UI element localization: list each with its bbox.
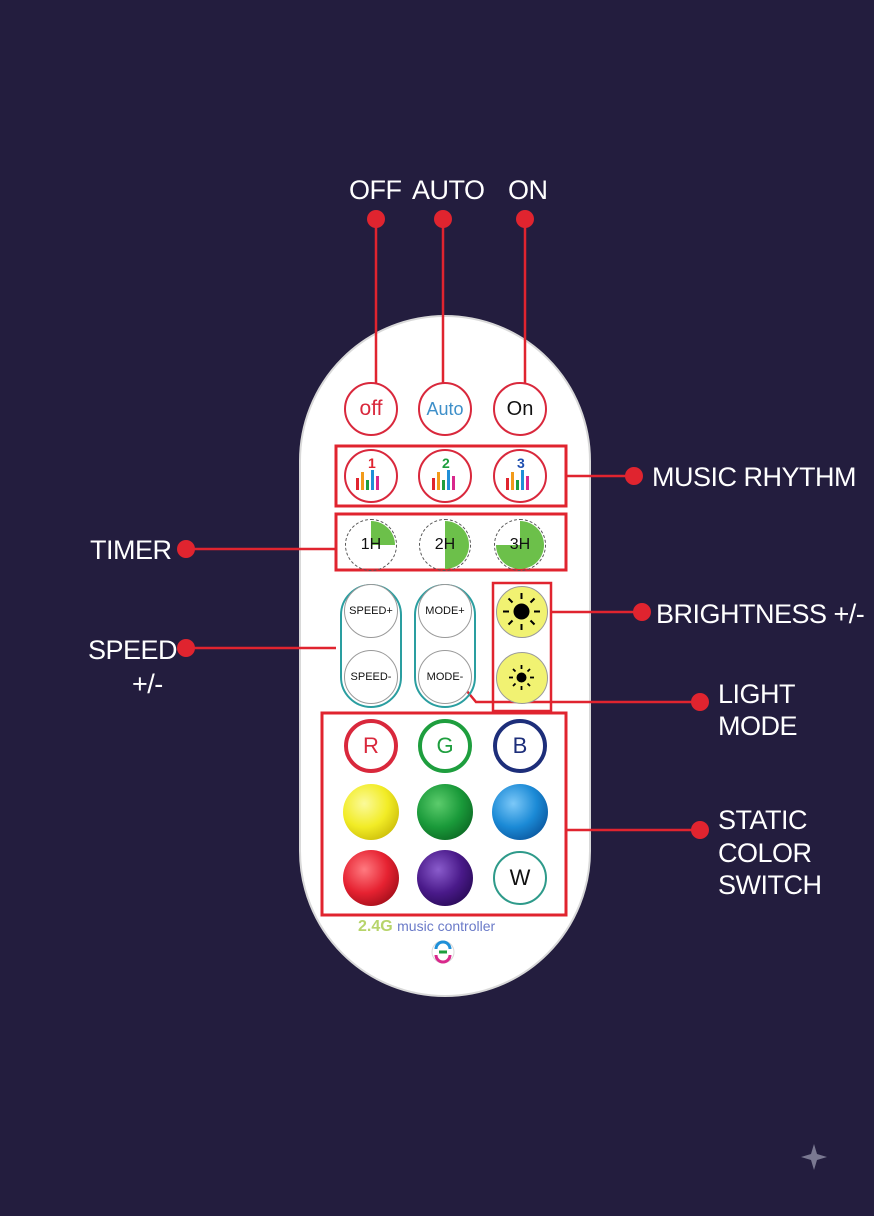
mode-plus-button[interactable]: MODE+ bbox=[418, 584, 472, 638]
speed-plus-label: SPEED+ bbox=[349, 605, 393, 617]
timer-3h-label: 3H bbox=[509, 536, 531, 553]
brand-suffix: music controller bbox=[397, 918, 496, 934]
off-callout: OFF bbox=[349, 175, 402, 205]
speed-callout-line1: SPEED bbox=[88, 635, 178, 665]
r-button[interactable]: R bbox=[344, 719, 398, 773]
auto-button[interactable]: Auto bbox=[418, 382, 472, 436]
speed-minus-button[interactable]: SPEED- bbox=[344, 650, 398, 704]
timer-1h-label: 1H bbox=[360, 536, 382, 553]
music-rhythm-3-label: 3 bbox=[517, 455, 525, 471]
timer-1h-button[interactable]: 1H bbox=[345, 519, 397, 571]
mode-minus-button[interactable]: MODE- bbox=[418, 650, 472, 704]
b-button-label: B bbox=[512, 733, 528, 758]
speed-callout-line2: +/- bbox=[132, 669, 163, 699]
brand-text: 2.4G music controller bbox=[358, 918, 538, 936]
speed-plus-button[interactable]: SPEED+ bbox=[344, 584, 398, 638]
brightness-callout: BRIGHTNESS +/- bbox=[656, 599, 865, 629]
off-button-label: off bbox=[359, 397, 383, 420]
blue-button bbox=[492, 784, 548, 840]
sparkle-icon bbox=[801, 1144, 827, 1170]
yellow-button bbox=[343, 784, 399, 840]
static-color-callout-line2: COLOR bbox=[718, 838, 812, 868]
music-rhythm-1-label: 1 bbox=[368, 455, 376, 471]
music-rhythm-1-button[interactable]: 1 bbox=[344, 449, 398, 503]
on-callout: ON bbox=[508, 175, 548, 205]
static-color-callout-line3: SWITCH bbox=[718, 870, 822, 900]
light-mode-callout-line2: MODE bbox=[718, 711, 798, 741]
w-button[interactable]: W bbox=[493, 851, 547, 905]
light-mode-callout-line1: LIGHT bbox=[718, 679, 796, 709]
on-button-label: On bbox=[506, 397, 534, 420]
on-button[interactable]: On bbox=[493, 382, 547, 436]
r-button-label: R bbox=[363, 733, 379, 758]
timer-2h-label: 2H bbox=[434, 536, 456, 553]
g-button-label: G bbox=[436, 733, 454, 758]
brightness-frame bbox=[491, 581, 553, 713]
music-rhythm-callout: MUSIC RHYTHM bbox=[652, 462, 857, 492]
red-button bbox=[343, 850, 399, 906]
music-rhythm-2-button[interactable]: 2 bbox=[418, 449, 472, 503]
off-button[interactable]: off bbox=[344, 382, 398, 436]
purple-button bbox=[417, 850, 473, 906]
timer-callout: TIMER bbox=[90, 535, 172, 565]
brightness-down-button[interactable] bbox=[496, 652, 548, 704]
brand-logo-icon bbox=[431, 940, 455, 964]
music-rhythm-3-button[interactable]: 3 bbox=[493, 449, 547, 503]
timer-2h-button[interactable]: 2H bbox=[419, 519, 471, 571]
mode-plus-label: MODE+ bbox=[425, 605, 465, 617]
b-button[interactable]: B bbox=[493, 719, 547, 773]
green-button bbox=[417, 784, 473, 840]
static-color-frame bbox=[320, 711, 568, 917]
sun-large-icon bbox=[503, 593, 540, 630]
auto-button-label: Auto bbox=[426, 398, 464, 419]
timer-3h-button[interactable]: 3H bbox=[494, 519, 546, 571]
auto-callout: AUTO bbox=[412, 175, 485, 205]
sun-small-icon bbox=[509, 665, 534, 690]
brightness-up-button[interactable] bbox=[496, 586, 548, 638]
brand-prefix: 2.4G bbox=[358, 918, 393, 935]
w-button-label: W bbox=[509, 865, 531, 890]
music-rhythm-2-label: 2 bbox=[442, 455, 450, 471]
mode-minus-label: MODE- bbox=[426, 671, 464, 683]
speed-minus-label: SPEED- bbox=[350, 671, 392, 683]
g-button[interactable]: G bbox=[418, 719, 472, 773]
static-color-callout-line1: STATIC bbox=[718, 805, 808, 835]
